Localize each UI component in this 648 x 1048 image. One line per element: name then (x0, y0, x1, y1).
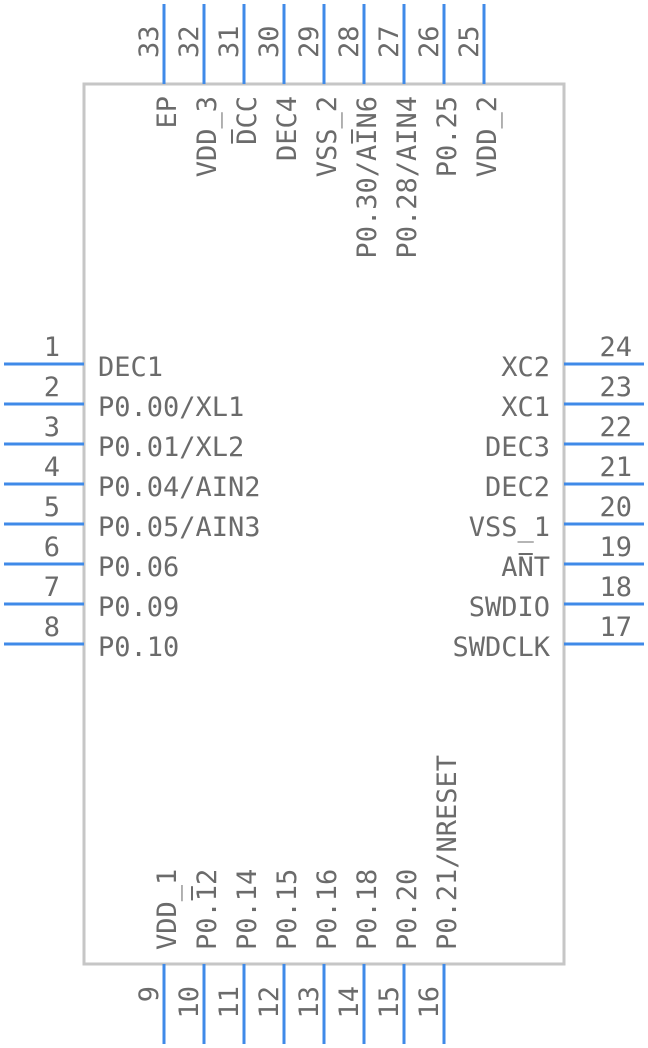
pin-number-18: 18 (599, 572, 632, 603)
pin-number-13: 13 (294, 986, 325, 1019)
pin-label-21: DEC2 (485, 472, 550, 503)
pin-label-23: XC1 (501, 392, 550, 423)
pin-label-25: VDD_2 (472, 96, 503, 177)
pin-number-5: 5 (44, 492, 60, 523)
pin-number-28: 28 (334, 25, 365, 58)
pin-number-30: 30 (254, 25, 285, 58)
pin-number-12: 12 (254, 986, 285, 1019)
pin-label-7: P0.09 (98, 592, 179, 623)
pin-label-29: VSS_2 (312, 96, 343, 177)
pin-number-21: 21 (599, 452, 632, 483)
pin-label-33: EP (152, 96, 183, 129)
pin-number-26: 26 (414, 25, 445, 58)
pin-number-17: 17 (599, 612, 632, 643)
pin-number-32: 32 (174, 25, 205, 58)
pin-label-12: P0.15 (272, 869, 303, 950)
pin-number-25: 25 (454, 25, 485, 58)
pin-label-19: ANT (501, 552, 550, 583)
pin-label-1: DEC1 (98, 352, 163, 383)
pin-label-24: XC2 (501, 352, 550, 383)
pin-label-26: P0.25 (432, 96, 463, 177)
pin-label-27: P0.28/AIN4 (392, 96, 423, 259)
pin-label-11: P0.14 (232, 869, 263, 950)
pin-label-9: VDD_1 (152, 869, 183, 950)
pin-number-10: 10 (174, 986, 205, 1019)
pin-number-31: 31 (214, 25, 245, 58)
pin-label-3: P0.01/XL2 (98, 432, 244, 463)
pin-number-33: 33 (134, 25, 165, 58)
pin-number-1: 1 (44, 332, 60, 363)
pin-number-8: 8 (44, 612, 60, 643)
pin-number-4: 4 (44, 452, 60, 483)
pin-number-22: 22 (599, 412, 632, 443)
pin-number-24: 24 (599, 332, 632, 363)
pin-label-30: DEC4 (272, 96, 303, 161)
pin-number-3: 3 (44, 412, 60, 443)
pins-group: 1DEC12P0.00/XL13P0.01/XL24P0.04/AIN25P0.… (4, 4, 644, 1044)
pin-label-31: DCC (232, 96, 263, 145)
pin-label-2: P0.00/XL1 (98, 392, 244, 423)
pin-label-14: P0.18 (352, 869, 383, 950)
pin-number-16: 16 (414, 986, 445, 1019)
pin-number-9: 9 (134, 986, 165, 1002)
pin-label-13: P0.16 (312, 869, 343, 950)
pin-number-19: 19 (599, 532, 632, 563)
pin-label-20: VSS_1 (469, 512, 550, 543)
pin-label-16: P0.21/NRESET (432, 755, 463, 950)
pin-label-22: DEC3 (485, 432, 550, 463)
pin-number-27: 27 (374, 25, 405, 58)
pin-label-17: SWDCLK (452, 632, 550, 663)
pin-label-4: P0.04/AIN2 (98, 472, 261, 503)
pin-label-6: P0.06 (98, 552, 179, 583)
pin-label-10: P0.12 (192, 869, 223, 950)
pin-number-15: 15 (374, 986, 405, 1019)
pin-label-32: VDD_3 (192, 96, 223, 177)
pin-number-6: 6 (44, 532, 60, 563)
pin-number-11: 11 (214, 986, 245, 1019)
pin-label-8: P0.10 (98, 632, 179, 663)
pin-number-23: 23 (599, 372, 632, 403)
pin-number-14: 14 (334, 986, 365, 1019)
pin-label-18: SWDIO (469, 592, 550, 623)
pin-label-5: P0.05/AIN3 (98, 512, 261, 543)
pin-label-15: P0.20 (392, 869, 423, 950)
pin-number-2: 2 (44, 372, 60, 403)
pin-number-20: 20 (599, 492, 632, 523)
pin-number-29: 29 (294, 25, 325, 58)
pin-label-28: P0.30/AIN6 (352, 96, 383, 259)
pin-number-7: 7 (44, 572, 60, 603)
